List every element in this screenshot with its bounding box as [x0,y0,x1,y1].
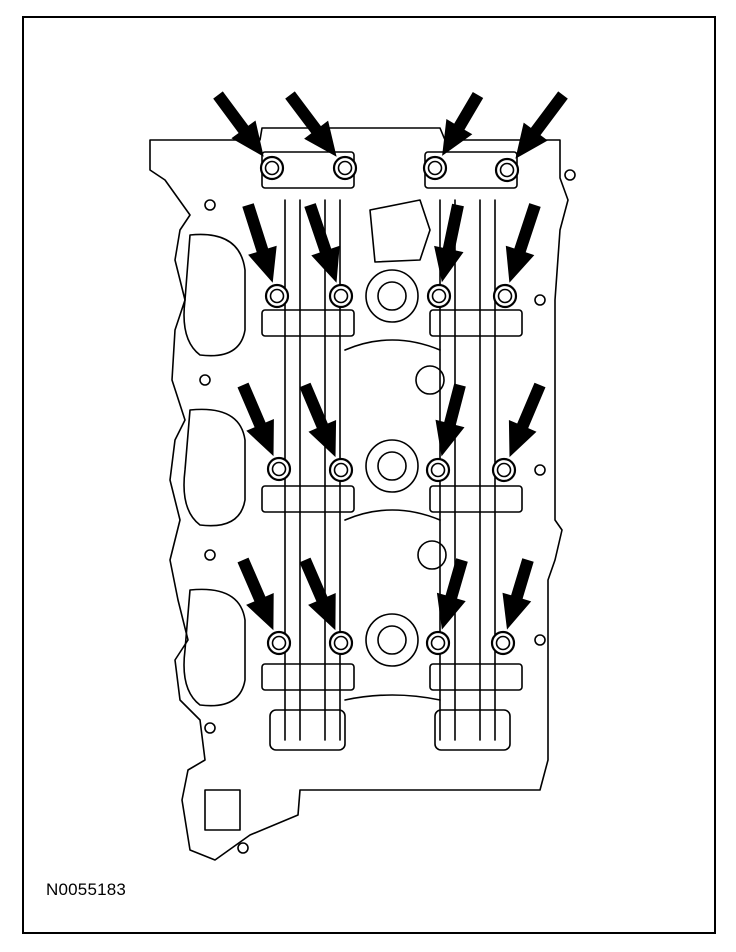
figure-id-label: N0055183 [46,880,127,899]
bolt-head [266,456,292,482]
bolt-head [328,457,354,483]
callout-arrow [237,382,274,457]
plug-boss-2 [365,439,419,493]
callout-arrow [434,203,464,283]
plug-boss-1 [365,269,419,323]
callout-arrow [213,91,264,157]
bolt-head [425,457,451,483]
bolt-head [328,630,354,656]
bolt-head [490,630,516,656]
port-1 [183,233,246,357]
bolt-head [494,157,520,183]
bolt-head [328,283,354,309]
bolt-group [259,155,520,656]
callout-arrow [442,92,484,156]
figure-frame [22,16,716,934]
callout-arrow [299,557,336,631]
callout-arrow [508,382,546,458]
callout-arrow [299,382,337,458]
callout-arrow [242,203,277,283]
plug-boss-3 [365,613,419,667]
callout-arrow [435,383,466,457]
bolt-head [492,283,518,309]
callout-arrow [436,558,468,630]
port-2 [183,408,246,527]
head-outline [149,127,569,861]
bolt-head [425,630,451,656]
port-3 [183,588,246,707]
bolt-head [259,155,285,181]
callout-arrow [304,203,340,283]
bolt-head [264,283,290,309]
bolt-head [422,155,448,181]
bolt-head [266,630,292,656]
callout-arrow [285,91,337,157]
callout-arrow [515,91,568,159]
bolt-head [332,155,358,181]
arrow-group [213,91,568,631]
callout-arrow [237,557,274,631]
bolt-head [426,283,452,309]
callout-arrow [505,203,541,283]
callout-arrow [502,558,534,630]
bolt-head [491,457,517,483]
